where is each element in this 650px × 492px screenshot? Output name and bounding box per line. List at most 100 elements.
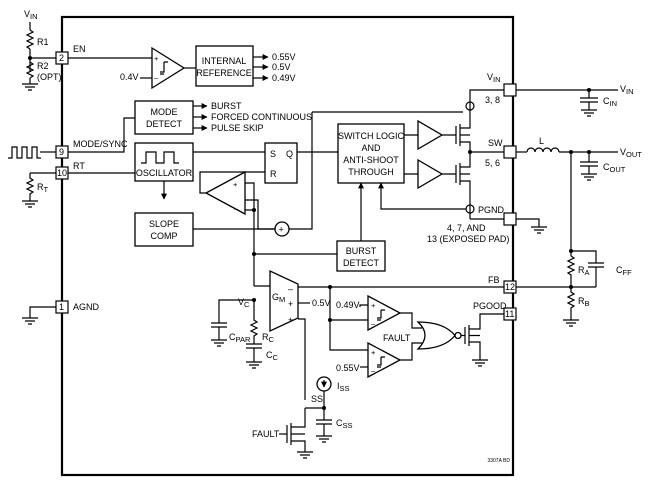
- svg-text:–: –: [371, 366, 376, 375]
- cc-label: CC: [266, 350, 279, 362]
- r1-resistor: [25, 29, 35, 50]
- cmp-049-label: 0.49V: [336, 300, 360, 310]
- iss-label: ISS: [337, 381, 350, 393]
- svg-text:REFERENCE: REFERENCE: [196, 68, 252, 78]
- sw-label: SW: [488, 138, 503, 148]
- svg-text:–: –: [154, 73, 159, 82]
- svg-text:3, 8: 3, 8: [485, 95, 500, 105]
- pulse-skip-label: PULSE SKIP: [211, 123, 264, 133]
- svg-text:COMP: COMP: [151, 231, 178, 241]
- r2-resistor: [25, 61, 35, 79]
- rc-label: RC: [262, 332, 275, 344]
- ref-055: 0.55V: [272, 52, 296, 62]
- svg-text:SLOPE: SLOPE: [149, 219, 179, 229]
- svg-text:–: –: [371, 319, 376, 328]
- r1-label: R1: [37, 37, 49, 47]
- rt-label: RT: [37, 182, 49, 194]
- svg-text:+: +: [288, 315, 293, 325]
- rt-resistor: [25, 173, 35, 201]
- svg-text:BURST: BURST: [346, 246, 377, 256]
- vc-label: VC: [238, 297, 250, 309]
- slope-comp-block: [134, 212, 194, 247]
- forced-continuous-label: FORCED CONTINUOUS: [211, 112, 312, 122]
- svg-text:1: 1: [59, 302, 64, 312]
- svg-text:–: –: [234, 204, 239, 213]
- chip-outline: [60, 15, 515, 477]
- r2-opt-label: (OPT): [37, 72, 62, 82]
- clock-waveform-icon: [141, 151, 179, 164]
- svg-text:DETECT: DETECT: [343, 258, 380, 268]
- gm-ref-label: 0.5V: [312, 298, 331, 308]
- internal-reference-block: [195, 45, 254, 87]
- svg-text:ANTI-SHOOT: ANTI-SHOOT: [343, 155, 399, 165]
- mode-detect-block: [134, 100, 194, 135]
- ref-05: 0.5V: [272, 62, 291, 72]
- gm-amplifier: [269, 269, 299, 333]
- sync-pulse-icon: [8, 146, 41, 159]
- uv-comparator: [367, 294, 402, 332]
- svg-text:–: –: [288, 284, 293, 294]
- cff-capacitor: [588, 262, 604, 287]
- cin-label: CIN: [603, 96, 617, 108]
- svg-text:+: +: [371, 348, 376, 357]
- cff-label: CFF: [616, 265, 632, 277]
- burst-detect-block: [336, 240, 386, 272]
- bottom-fet: [455, 152, 471, 219]
- or-gate-bubble: [454, 331, 462, 340]
- gm-label: GM: [272, 292, 285, 304]
- svg-text:Q: Q: [286, 149, 293, 159]
- vin-pin-label: VIN: [487, 72, 501, 84]
- cin-capacitor: [580, 90, 598, 117]
- cout-capacitor: [580, 152, 598, 181]
- svg-text:DETECT: DETECT: [146, 119, 183, 129]
- ra-resistor: [566, 255, 576, 287]
- burst-label: BURST: [211, 101, 242, 111]
- svg-text:MODE: MODE: [151, 107, 178, 117]
- en-comparator: [151, 46, 186, 90]
- rb-label: RB: [578, 296, 590, 308]
- svg-text:5, 6: 5, 6: [485, 158, 500, 168]
- css-label: CSS: [336, 418, 353, 430]
- top-fet: [455, 112, 471, 152]
- or-gate: [416, 321, 456, 350]
- cout-label: COUT: [603, 162, 626, 174]
- rb-resistor: [566, 287, 576, 320]
- svg-text:9: 9: [59, 147, 64, 157]
- svg-text:R: R: [270, 169, 277, 179]
- current-sense-icon: [465, 101, 475, 111]
- cpar-capacitor: [211, 322, 227, 347]
- fault-label: FAULT: [383, 333, 411, 343]
- vref-in-label: 0.4V: [120, 72, 139, 82]
- svg-text:+: +: [233, 180, 238, 189]
- cmp-055-label: 0.55V: [336, 363, 360, 373]
- rc-resistor: [249, 300, 259, 344]
- r2-label: R2: [37, 61, 49, 71]
- svg-text:4, 7, AND: 4, 7, AND: [447, 223, 486, 233]
- pin-vin: [503, 83, 517, 97]
- svg-text:12: 12: [505, 282, 515, 292]
- svg-text:OSCILLATOR: OSCILLATOR: [136, 168, 193, 178]
- fault-gate-label: FAULT: [252, 429, 280, 439]
- cc-capacitor: [246, 343, 262, 369]
- svg-text:13 (EXPOSED PAD): 13 (EXPOSED PAD): [427, 234, 509, 244]
- pgood-fet: [464, 313, 504, 360]
- svg-text:INTERNAL: INTERNAL: [202, 56, 247, 66]
- vout-label: VOUT: [620, 147, 642, 159]
- svg-text:+: +: [154, 54, 159, 63]
- pin-mode-label: MODE/SYNC: [73, 139, 128, 149]
- svg-text:+: +: [288, 299, 293, 309]
- svg-text:10: 10: [57, 168, 67, 178]
- svg-text:+: +: [371, 301, 376, 310]
- svg-text:11: 11: [505, 309, 514, 319]
- svg-text:2: 2: [59, 53, 64, 63]
- svg-text:SWITCH LOGIC: SWITCH LOGIC: [338, 131, 405, 141]
- svg-text:+: +: [279, 225, 284, 235]
- cpar-label: CPAR: [229, 332, 251, 344]
- sr-latch: [264, 142, 298, 184]
- svg-text:S: S: [270, 149, 276, 159]
- svg-text:AND: AND: [361, 143, 381, 153]
- vin-top-label: VIN: [24, 9, 38, 21]
- pin-en-label: EN: [73, 44, 86, 54]
- current-comparator: [204, 170, 246, 216]
